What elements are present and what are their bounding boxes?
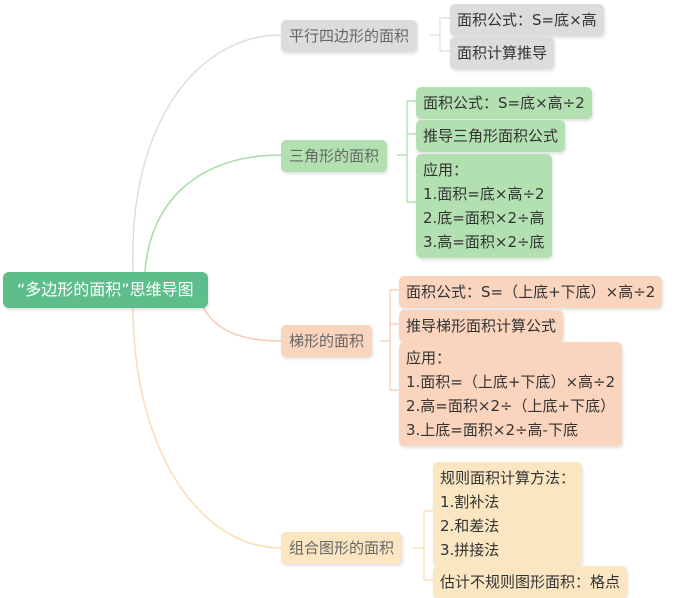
- node-text: 应用：: [406, 349, 452, 367]
- parallelogram-formula[interactable]: 面积公式：S=底×高: [450, 4, 604, 36]
- connector-parallelogram: [132, 34, 282, 273]
- branch-label: 梯形的面积: [289, 332, 365, 350]
- trapezoid-formula[interactable]: 面积公式：S=（上底+下底）×高÷2: [399, 276, 663, 308]
- node-text: 推导梯形面积计算公式: [406, 317, 557, 335]
- node-text: 面积计算推导: [457, 44, 548, 62]
- trapezoid-applications[interactable]: 应用： 1.面积=（上底+下底）×高÷2 2.高=面积×2÷（上底+下底） 3.…: [399, 342, 623, 446]
- branch-composite[interactable]: 组合图形的面积: [281, 532, 403, 564]
- node-text: 面积公式：S=底×高÷2: [423, 94, 585, 112]
- branch-label: 平行四边形的面积: [289, 27, 410, 45]
- node-text: 1.割补法: [440, 493, 500, 511]
- root-label: “多边形的面积”思维导图: [17, 280, 194, 299]
- node-text: 2.高=面积×2÷（上底+下底）: [406, 397, 616, 415]
- branch-label: 三角形的面积: [289, 147, 380, 165]
- node-text: 估计不规则图形面积：格点: [440, 573, 621, 591]
- branch-trapezoid[interactable]: 梯形的面积: [281, 325, 373, 357]
- node-text: 推导三角形面积公式: [423, 127, 559, 145]
- node-text: 3.拼接法: [440, 541, 500, 559]
- branch-label: 组合图形的面积: [289, 539, 395, 557]
- connector-triangle: [144, 154, 282, 273]
- parallelogram-derivation[interactable]: 面积计算推导: [450, 37, 555, 69]
- composite-methods[interactable]: 规则面积计算方法： 1.割补法 2.和差法 3.拼接法: [433, 462, 583, 566]
- root-node[interactable]: “多边形的面积”思维导图: [3, 272, 208, 308]
- branch-triangle[interactable]: 三角形的面积: [281, 140, 388, 172]
- node-text: 1.面积=底×高÷2: [423, 185, 545, 203]
- node-text: 应用：: [423, 161, 469, 179]
- node-text: 面积公式：S=底×高: [457, 11, 597, 29]
- triangle-derivation[interactable]: 推导三角形面积公式: [416, 120, 566, 152]
- node-text: 3.高=面积×2÷底: [423, 233, 545, 251]
- composite-estimate[interactable]: 估计不规则图形面积：格点: [433, 566, 628, 598]
- node-text: 规则面积计算方法：: [440, 469, 576, 487]
- node-text: 2.和差法: [440, 517, 500, 535]
- connector-trapezoid: [202, 306, 282, 342]
- node-text: 2.底=面积×2÷高: [423, 209, 545, 227]
- triangle-formula[interactable]: 面积公式：S=底×高÷2: [416, 87, 592, 119]
- node-text: 1.面积=（上底+下底）×高÷2: [406, 373, 616, 391]
- branch-parallelogram[interactable]: 平行四边形的面积: [281, 20, 418, 52]
- trapezoid-derivation[interactable]: 推导梯形面积计算公式: [399, 310, 564, 342]
- node-text: 3.上底=面积×2÷高-下底: [406, 421, 578, 439]
- connector-composite: [132, 306, 282, 549]
- triangle-applications[interactable]: 应用： 1.面积=底×高÷2 2.底=面积×2÷高 3.高=面积×2÷底: [416, 154, 552, 258]
- node-text: 面积公式：S=（上底+下底）×高÷2: [406, 283, 656, 301]
